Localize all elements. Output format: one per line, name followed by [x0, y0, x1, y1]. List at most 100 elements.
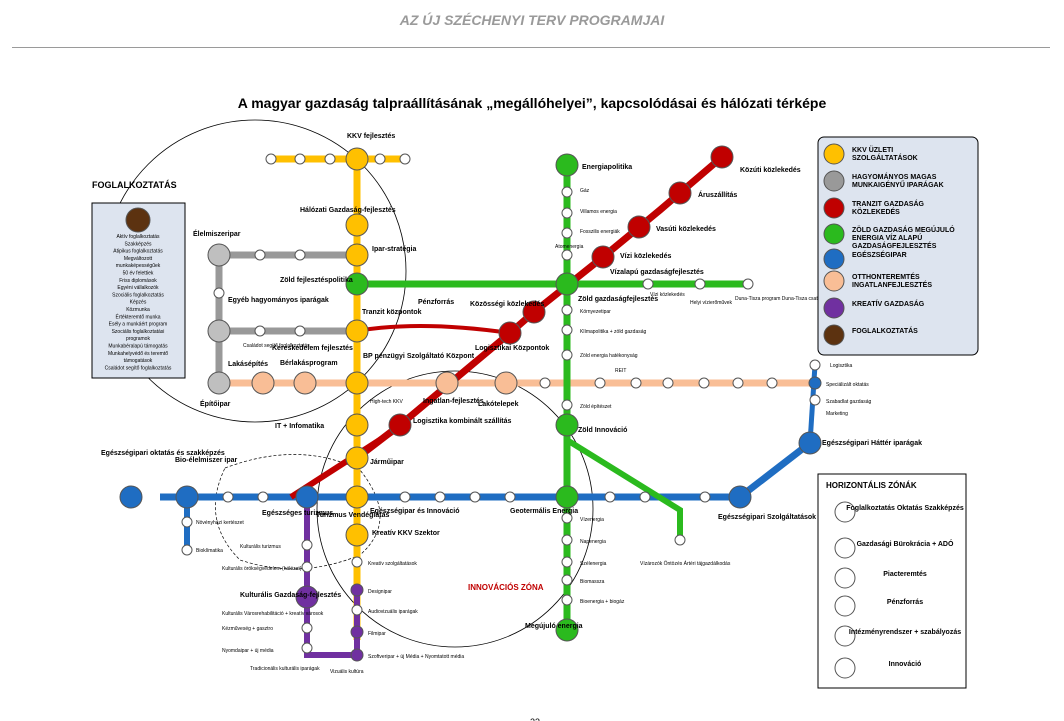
- label-csaladot: Családot segítő foglalkoztatás: [243, 343, 310, 349]
- employment-title: FOGLALKOZTATÁS: [92, 180, 177, 190]
- horizontal-zone-circle: [834, 501, 856, 523]
- station-turizmus[interactable]: [345, 485, 369, 509]
- station-kozuti[interactable]: [710, 145, 734, 169]
- station-zold-fejl[interactable]: [345, 272, 369, 296]
- station-specialist[interactable]: [808, 376, 822, 390]
- stop: [561, 399, 573, 411]
- employment-list-item: Esély a munkáért program: [109, 322, 168, 328]
- station-kreativ-kkv[interactable]: [345, 523, 369, 547]
- label-reit: REIT: [615, 368, 626, 374]
- stop: [561, 512, 573, 524]
- legend-swatch: [823, 170, 845, 192]
- label-atomenergia: Atomenergia: [555, 244, 584, 250]
- station-it[interactable]: [345, 413, 369, 437]
- station-ingatlan[interactable]: [435, 371, 459, 395]
- station-kozossegi[interactable]: [522, 300, 546, 324]
- label-villamos: Villamos energia: [580, 209, 617, 215]
- line-health: [160, 440, 813, 501]
- station-bp-penzugyi[interactable]: [345, 371, 369, 395]
- stop: [294, 325, 306, 337]
- employment-list-item: Munkabéralapú támogatás: [108, 344, 168, 350]
- label-high-tech: High-tech KKV: [370, 399, 403, 405]
- station-kulturalis[interactable]: [295, 585, 319, 609]
- station-egeszsegipari-okt[interactable]: [119, 485, 143, 509]
- label-tradicionalis: Tradicionális kulturális iparágak: [250, 666, 320, 672]
- station-halozati[interactable]: [345, 213, 369, 237]
- stop: [265, 153, 277, 165]
- station-epitoipar[interactable]: [207, 371, 231, 395]
- stop: [809, 394, 821, 406]
- stop: [399, 491, 411, 503]
- stop: [294, 249, 306, 261]
- stop: [294, 153, 306, 165]
- label-vizi: Vízi közlekedés: [620, 253, 671, 260]
- employment-list-item: munkaképességűek: [116, 263, 161, 269]
- station-szoftver[interactable]: [350, 648, 364, 662]
- station-designipar[interactable]: [350, 583, 364, 597]
- station-aruszallitas[interactable]: [668, 181, 692, 205]
- station-egyeb[interactable]: [207, 319, 231, 343]
- label-specialist: Speciálizált oktatás: [826, 382, 869, 388]
- label-energiapolitika: Energiapolitika: [582, 164, 632, 171]
- legend-box: [817, 136, 979, 356]
- station-lakotelepek[interactable]: [494, 371, 518, 395]
- employment-list-item: 50 év felettiek: [123, 271, 154, 277]
- station-berlakas[interactable]: [293, 371, 317, 395]
- label-lakotelepek: Lakótelepek: [478, 401, 519, 408]
- station-geotermalis[interactable]: [555, 485, 579, 509]
- station-eg-szolg[interactable]: [728, 485, 752, 509]
- label-kozossegi: Közösségi közlekedés: [470, 301, 544, 308]
- stop: [594, 377, 606, 389]
- station-filmipar[interactable]: [350, 625, 364, 639]
- stop: [324, 153, 336, 165]
- legend-swatch: [823, 270, 845, 292]
- station-zold-inno[interactable]: [555, 413, 579, 437]
- label-logisztika-komb: Logisztika kombinált szállítás: [413, 418, 512, 425]
- employment-list-item: Szociális foglalkoztatás: [112, 292, 164, 298]
- label-kereskedelem: Kereskedelem fejlesztés: [272, 345, 353, 352]
- horizontal-zone-circle: [834, 625, 856, 647]
- station-egeszseges-tur[interactable]: [295, 485, 319, 509]
- employment-list-item: Munkahelyvédő és teremtő: [108, 351, 168, 357]
- label-vizarozok: Vízározók Öntözés Ártéri tájgazdálkodás: [640, 560, 731, 567]
- station-jarmuipar[interactable]: [345, 446, 369, 470]
- station-vizi[interactable]: [591, 245, 615, 269]
- stop: [257, 491, 269, 503]
- label-designipar: Designipar: [368, 589, 392, 595]
- station-logisztikai[interactable]: [498, 321, 522, 345]
- station-iparstrategia[interactable]: [345, 243, 369, 267]
- station-elelmiszeripar[interactable]: [207, 243, 231, 267]
- stations-purple: [295, 539, 364, 662]
- station-bio[interactable]: [175, 485, 199, 509]
- station-eg-hatter[interactable]: [798, 431, 822, 455]
- station-vasuti[interactable]: [627, 215, 651, 239]
- label-elelmiszeripar: Élelmiszeripar: [193, 229, 241, 238]
- station-tranzit[interactable]: [345, 319, 369, 343]
- legend-label: FOGLALKOZTATÁS: [852, 326, 918, 335]
- label-kornyezetipar: Környezetipar: [580, 309, 611, 315]
- stop: [539, 377, 551, 389]
- station-logisztika-komb[interactable]: [388, 413, 412, 437]
- stop: [301, 642, 313, 654]
- station-lakasepites[interactable]: [251, 371, 275, 395]
- stop: [642, 278, 654, 290]
- station-zold-gazd[interactable]: [555, 272, 579, 296]
- station-kkv[interactable]: [345, 147, 369, 171]
- stop: [561, 304, 573, 316]
- stations-blue: [119, 431, 822, 556]
- station-megujulo[interactable]: [555, 618, 579, 642]
- label-napenergia: Napenergia: [580, 539, 606, 545]
- legend-swatch: [823, 324, 845, 346]
- horizontal-zone-label: Foglalkoztatás Oktatás Szakképzés: [846, 505, 964, 512]
- label-vasuti: Vasúti közlekedés: [656, 226, 716, 233]
- employment-list-item: Friss diplomások: [119, 278, 157, 284]
- station-energiapolitika[interactable]: [555, 153, 579, 177]
- label-vizalapu: Vízalapú gazdaságfejlesztés: [610, 269, 704, 276]
- label-jarmuipar: Járműipar: [370, 459, 404, 466]
- stop: [222, 491, 234, 503]
- stop: [351, 604, 363, 616]
- label-bp-penzugyi: BP pénzügyi Szolgáltató Központ: [363, 353, 475, 360]
